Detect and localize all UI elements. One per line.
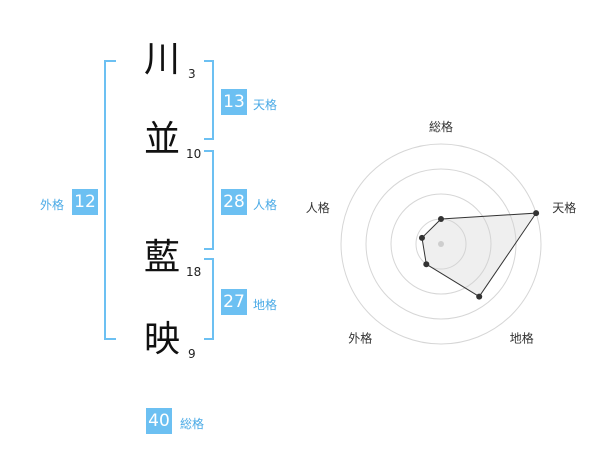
jinkaku-value-badge: 28	[221, 189, 247, 215]
radar-point	[533, 210, 540, 217]
name-char-1: 川	[143, 39, 180, 80]
radar-ring	[390, 193, 492, 295]
radar-point	[418, 234, 425, 241]
soukaku-value-badge: 40	[146, 408, 172, 434]
chikaku-label: 地格	[253, 298, 278, 312]
gaikaku-bracket	[104, 60, 116, 340]
name-char-2: 並	[143, 119, 180, 160]
soukaku-label: 総格	[180, 417, 205, 431]
stroke-count-4: 9	[188, 347, 196, 361]
stroke-count-1: 3	[188, 67, 196, 81]
radar-ring	[340, 143, 542, 345]
stroke-count-2: 10	[186, 147, 202, 161]
radar-axis-label: 人格	[306, 200, 330, 215]
tenkaku-bracket	[204, 60, 214, 140]
chikaku-bracket	[204, 258, 214, 340]
gaikaku-value-badge: 12	[72, 189, 98, 215]
tenkaku-value-badge: 13	[221, 89, 247, 115]
jinkaku-bracket	[204, 150, 214, 250]
radar-axis-label: 天格	[552, 200, 576, 215]
name-char-4: 映	[143, 319, 180, 360]
radar-axis-label: 地格	[510, 331, 534, 346]
radar-point	[423, 261, 430, 268]
radar-point	[476, 293, 483, 300]
radar-axis-label: 総格	[429, 119, 453, 134]
name-char-3: 藍	[143, 237, 180, 278]
tenkaku-label: 天格	[253, 98, 278, 112]
stroke-count-3: 18	[186, 265, 202, 279]
jinkaku-label: 人格	[253, 198, 278, 212]
radar-ring	[365, 168, 517, 320]
radar-series-polygon	[421, 212, 538, 298]
radar-point	[438, 216, 444, 222]
chikaku-value-badge: 27	[221, 289, 247, 315]
radar-axis-label: 外格	[348, 331, 372, 346]
radar-center	[438, 241, 444, 247]
gaikaku-label: 外格	[40, 198, 65, 212]
